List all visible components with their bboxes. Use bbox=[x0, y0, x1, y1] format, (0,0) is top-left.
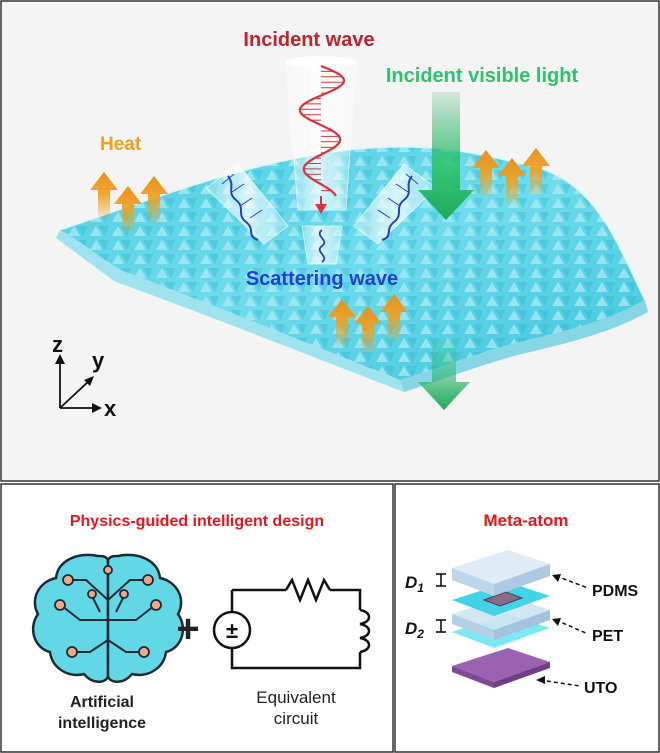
incident-wave-label: Incident wave bbox=[243, 29, 374, 51]
layer-label-uto: UTO bbox=[584, 680, 617, 697]
axis-z-label: z bbox=[52, 332, 63, 357]
circuit-label-line1: Equivalent bbox=[256, 688, 336, 707]
axis-x-label: x bbox=[104, 396, 117, 421]
scattering-wave-label: Scattering wave bbox=[246, 268, 398, 290]
plus-sign: + bbox=[176, 607, 199, 651]
brain-icon bbox=[33, 555, 183, 682]
meta-atom-stack bbox=[452, 550, 550, 688]
circuit-label-line2: circuit bbox=[274, 709, 319, 728]
layer-label-pet: PET bbox=[592, 628, 623, 645]
heat-label: Heat bbox=[100, 134, 142, 155]
axis-y-label: y bbox=[92, 348, 105, 373]
meta-atom-title: Meta-atom bbox=[483, 511, 568, 530]
voltage-source-sign: ± bbox=[226, 618, 238, 643]
ai-label-line2: intelligence bbox=[58, 715, 146, 732]
design-panel-title: Physics-guided intelligent design bbox=[70, 513, 324, 530]
incident-visible-light-label: Incident visible light bbox=[386, 65, 579, 87]
ai-label-line1: Artificial bbox=[70, 694, 134, 711]
layer-label-pdms: PDMS bbox=[592, 583, 639, 600]
